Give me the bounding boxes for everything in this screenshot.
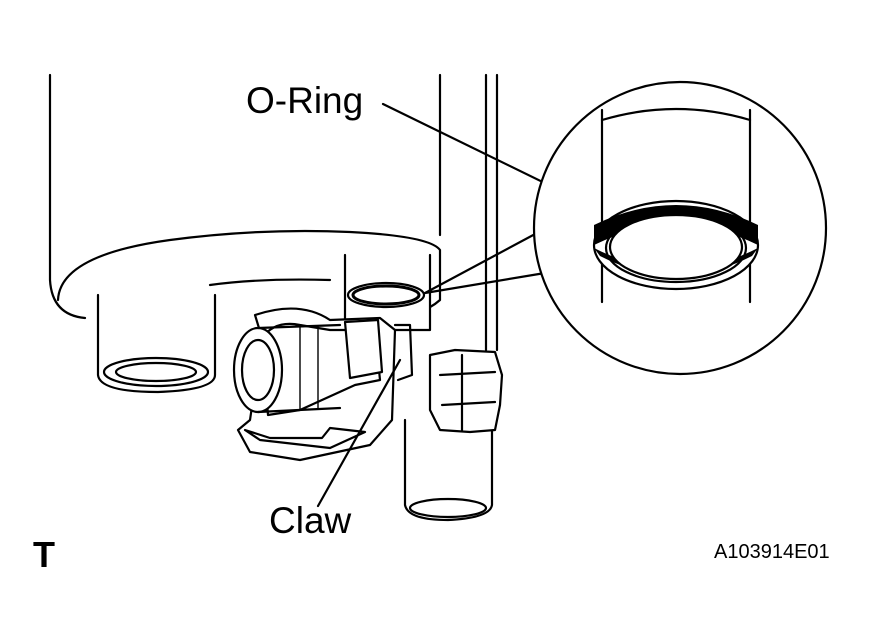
left-outlet-pipe [96, 293, 217, 394]
zoom-callout [532, 80, 828, 376]
right-connector [428, 348, 504, 434]
claw-label: Claw [269, 500, 352, 541]
outlet-nipple [343, 253, 432, 332]
lower-pipe [403, 418, 494, 522]
quick-connector [232, 307, 414, 462]
callout-pointer [423, 231, 547, 295]
corner-mark: T [33, 534, 55, 575]
claw-leader-line [316, 358, 402, 508]
figure-code: A103914E01 [714, 541, 830, 563]
vertical-rod [484, 73, 499, 352]
oring-label: O-Ring [246, 80, 364, 121]
